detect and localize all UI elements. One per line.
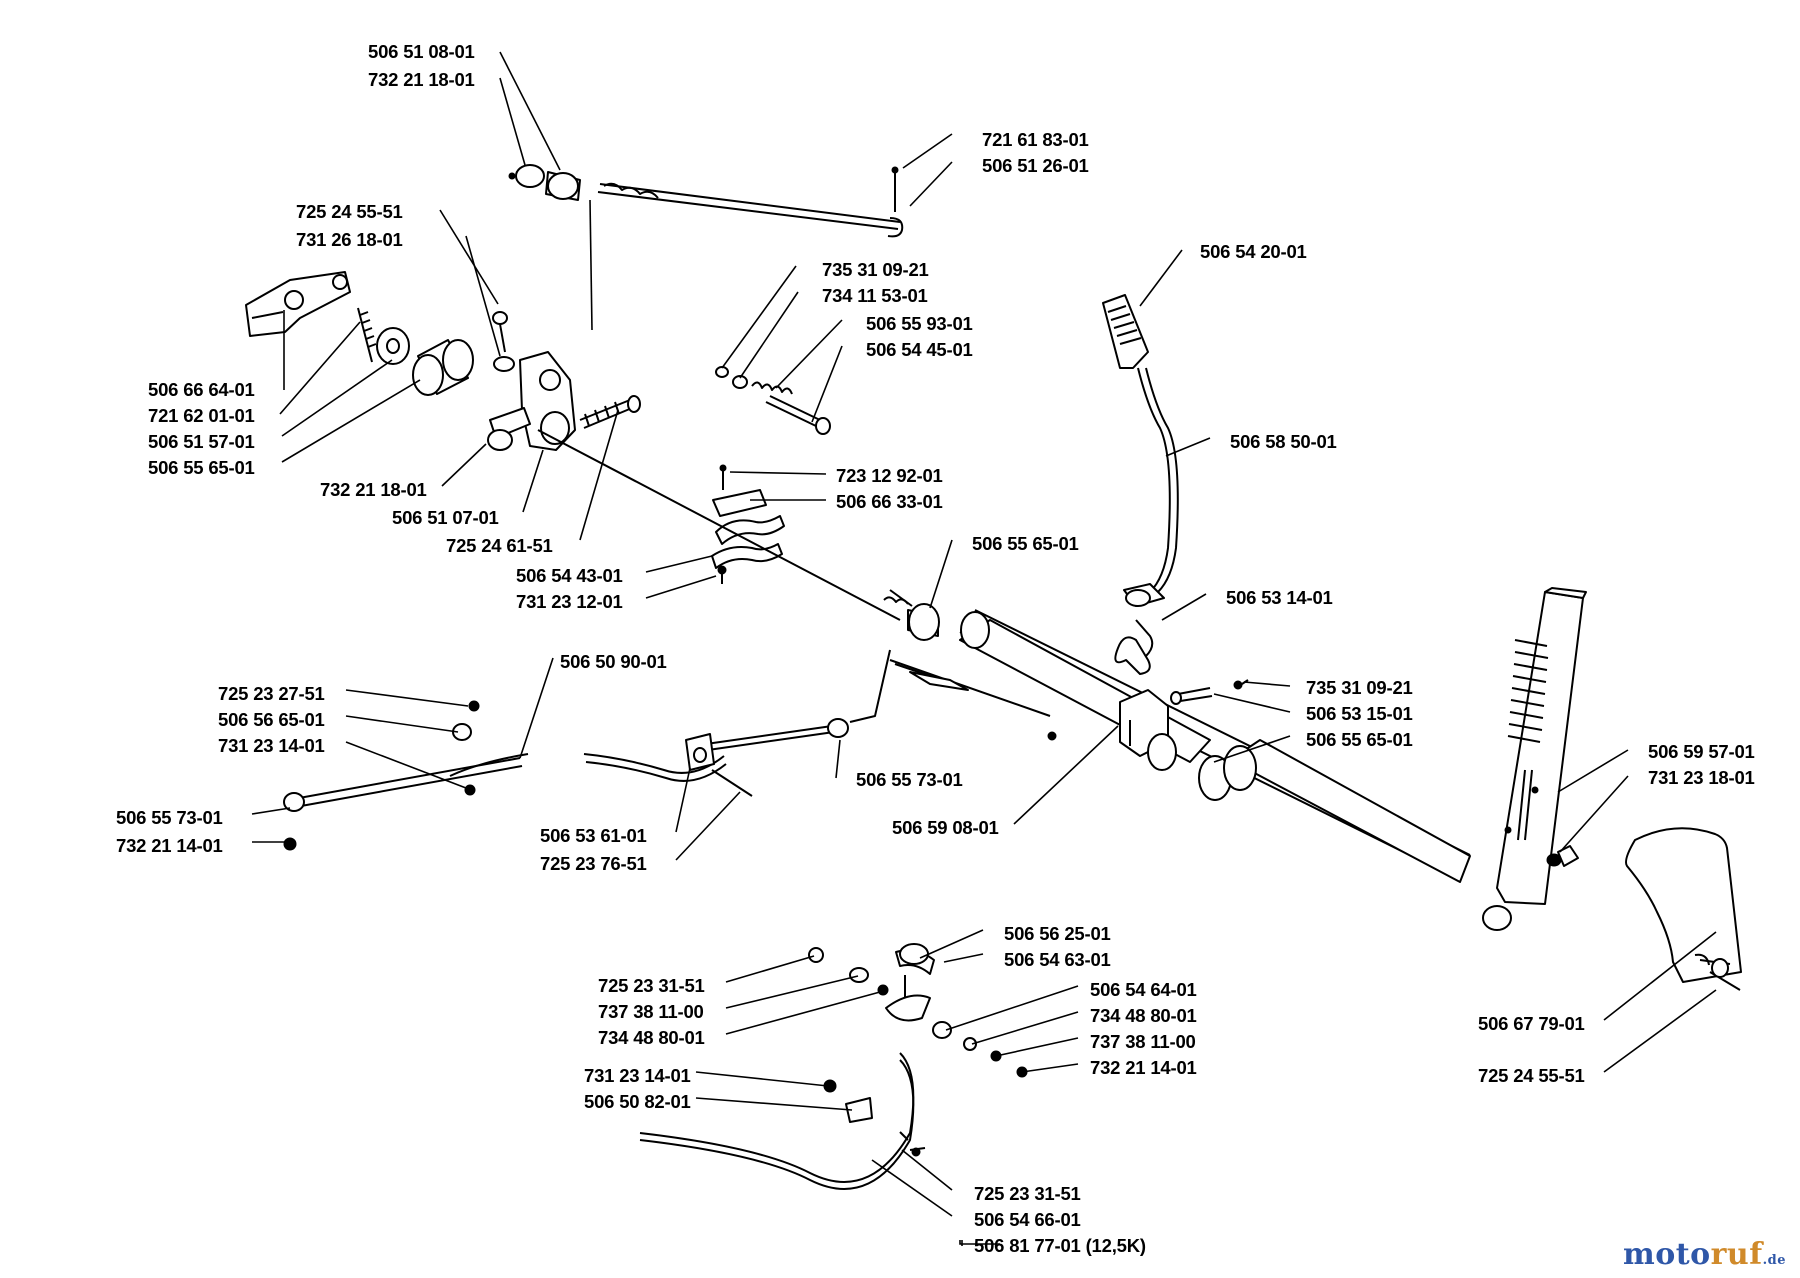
shift-lever [1102, 294, 1179, 675]
part-label: 723 12 92-01 [836, 465, 943, 486]
part-label: 734 48 80-01 [1090, 1005, 1197, 1026]
central-lever-bracket [487, 351, 641, 451]
leader-lines [251, 51, 1717, 1246]
part-label: 725 24 55-51 [1478, 1065, 1585, 1086]
part-label: 735 31 09-21 [1306, 677, 1413, 698]
part-label: 506 51 07-01 [392, 507, 499, 528]
part-label: 506 54 45-01 [866, 339, 973, 360]
part-label: 506 55 93-01 [866, 313, 973, 334]
watermark-logo: motoruf.de [1623, 1237, 1786, 1272]
tilt-handle [1482, 587, 1587, 931]
part-label: 732 21 18-01 [320, 479, 427, 500]
part-label: 506 59 08-01 [892, 817, 999, 838]
part-label: 731 26 18-01 [296, 229, 403, 250]
part-label: 506 55 65-01 [972, 533, 1079, 554]
pivot-bushing-stack [357, 307, 515, 396]
part-label: 506 55 73-01 [116, 807, 223, 828]
part-label: 506 53 14-01 [1226, 587, 1333, 608]
part-label: 737 38 11-00 [1090, 1031, 1196, 1052]
part-label: 731 23 18-01 [1648, 767, 1755, 788]
part-label: 721 61 83-01 [982, 129, 1089, 150]
part-label: 506 67 79-01 [1478, 1013, 1585, 1034]
part-label: 732 21 14-01 [1090, 1057, 1197, 1078]
part-label: 731 23 12-01 [516, 591, 623, 612]
part-labels: 506 51 08-01 732 21 18-01 721 61 83-01 5… [116, 41, 1755, 1256]
part-label: 506 81 77-01 (12,5K) [974, 1235, 1146, 1256]
part-label: 725 23 76-51 [540, 853, 647, 874]
part-label: 732 21 18-01 [368, 69, 475, 90]
guard-blade [1625, 827, 1742, 991]
lower-linkage [639, 943, 1028, 1190]
shaft-clamp [711, 464, 785, 584]
part-label: 725 23 31-51 [974, 1183, 1081, 1204]
part-label: 506 66 33-01 [836, 491, 943, 512]
part-label: 506 55 73-01 [856, 769, 963, 790]
part-label: 506 59 57-01 [1648, 741, 1755, 762]
coupler-block [1119, 679, 1249, 771]
part-label: 725 24 55-51 [296, 201, 403, 222]
part-label: 737 38 11-00 [598, 1001, 704, 1022]
part-label: 506 50 90-01 [560, 651, 667, 672]
part-label: 506 53 15-01 [1306, 703, 1413, 724]
part-label: 725 24 61-51 [446, 535, 553, 556]
part-label: 506 54 64-01 [1090, 979, 1197, 1000]
part-label: 506 50 82-01 [584, 1091, 691, 1112]
watermark-suffix: .de [1762, 1253, 1786, 1268]
part-label: 506 54 43-01 [516, 565, 623, 586]
part-label: 506 58 50-01 [1230, 431, 1337, 452]
left-lever-plate [245, 271, 351, 337]
throttle-cable [283, 649, 891, 851]
part-label: 506 53 61-01 [540, 825, 647, 846]
watermark-brand-b: ruf [1710, 1237, 1763, 1272]
part-label: 734 48 80-01 [598, 1027, 705, 1048]
part-label: 506 55 65-01 [1306, 729, 1413, 750]
part-label: 734 11 53-01 [822, 285, 928, 306]
main-cross-shaft [537, 429, 1471, 883]
watermark-brand-a: moto [1622, 1237, 1711, 1272]
part-label: 506 54 20-01 [1200, 241, 1307, 262]
spring-pin-set [715, 366, 831, 435]
part-label: 506 54 63-01 [1004, 949, 1111, 970]
part-label: 506 55 65-01 [148, 457, 255, 478]
parts-drawing [245, 164, 1742, 1190]
part-label: 721 62 01-01 [148, 405, 255, 426]
part-label: 506 54 66-01 [974, 1209, 1081, 1230]
part-label: 506 51 08-01 [368, 41, 475, 62]
part-label: 506 51 57-01 [148, 431, 255, 452]
part-label: 506 56 25-01 [1004, 923, 1111, 944]
part-label: 732 21 14-01 [116, 835, 223, 856]
part-label: 506 66 64-01 [148, 379, 255, 400]
top-control-rod [508, 164, 904, 238]
part-label: 731 23 14-01 [218, 735, 325, 756]
part-label: 731 23 14-01 [584, 1065, 691, 1086]
part-label: 725 23 31-51 [598, 975, 705, 996]
part-label: 735 31 09-21 [822, 259, 929, 280]
part-label: 506 51 26-01 [982, 155, 1089, 176]
part-label: 725 23 27-51 [218, 683, 325, 704]
part-label: 506 56 65-01 [218, 709, 325, 730]
